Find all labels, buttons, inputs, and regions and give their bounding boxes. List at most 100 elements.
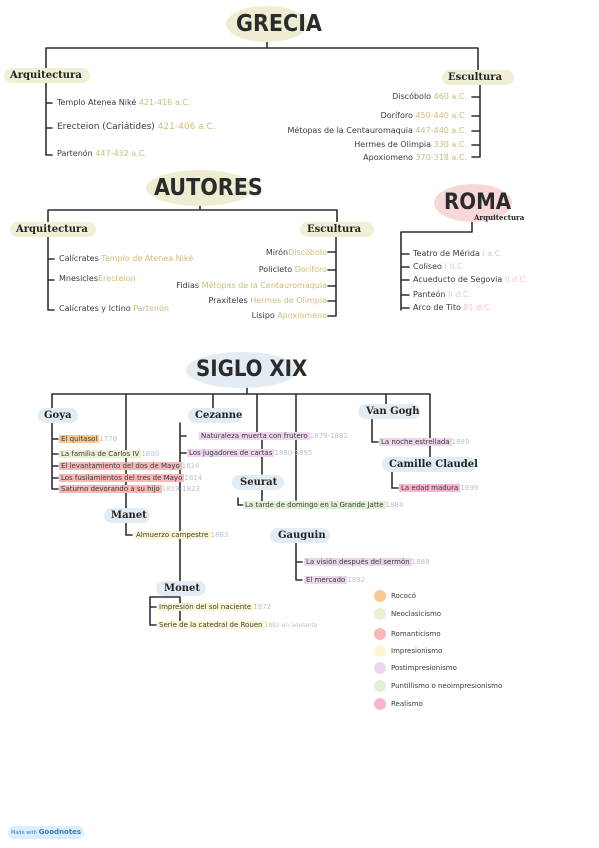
legend-dot-realismo (374, 698, 386, 710)
monet-label-highlight (156, 581, 206, 596)
roma-item: Coliseo I d.C. (413, 262, 465, 272)
siglo-title-highlight (186, 352, 298, 388)
work-date: I a.C. (482, 249, 503, 258)
work-date: 421-406 a.C. (157, 122, 216, 132)
work-date: 1819-1823 (161, 485, 200, 493)
grecia-esc-item: Discóbolo 460 a.C. (392, 92, 467, 102)
work-name: Saturno devorando a su hijo (59, 485, 162, 493)
work-name: Discóbolo (392, 92, 432, 101)
work-date: 330 a.C. (433, 140, 467, 149)
grecia-esc-item: Apoxiomeno 370-318 a.C. (363, 153, 467, 163)
work-name: Serie de la catedral de Rouen (157, 621, 265, 629)
work-name: Naturaleza muerta con frutero (199, 432, 310, 440)
work-date: 1884 (385, 501, 404, 509)
work-date: 1800 (141, 450, 160, 458)
work-date: 1814 (181, 462, 200, 470)
autores-title: AUTORES (154, 175, 263, 201)
grecia-escultura-label: Escultura (448, 72, 503, 83)
legend-label: Romanticismo (391, 630, 441, 638)
goodnotes-badge: Made with Goodnotes (8, 826, 84, 839)
autores-escultura-label: Escultura (307, 224, 362, 235)
work-name: El mercado (304, 576, 348, 584)
work-date: II d.C. (504, 275, 528, 284)
legend-label: Postimpresionismo (391, 664, 457, 672)
author-name: Mnesicles (59, 274, 98, 283)
work-date: 1892 (347, 576, 366, 584)
goya-label: Goya (44, 410, 72, 421)
work-date: 447-432 a.C. (95, 149, 147, 158)
legend-label: Rococó (391, 592, 417, 600)
work-date: 1814 (184, 474, 203, 482)
vangogh-label: Van Gogh (366, 406, 420, 417)
work-date: II d.C. (448, 290, 472, 299)
autores-esc-item: Fidias Métopas de la Centauromaquia (176, 281, 327, 291)
legend-dot-romanticismo (374, 628, 386, 640)
author-name: Lisipo (251, 311, 275, 320)
author-name: Praxíteles (208, 296, 248, 305)
autores-esc-item: Policleto Doríforo (259, 265, 327, 275)
legend-label: Impresionismo (391, 647, 443, 655)
autores-arq-highlight (10, 222, 96, 237)
grecia-esc-item: Doríforo 450-440 a.C. (381, 111, 467, 121)
roma-title-highlight (434, 184, 512, 222)
work-name: Hermes de Olimpia (354, 140, 432, 149)
grecia-arquitectura-label: Arquitectura (10, 70, 82, 81)
autores-esc-item: MirónDiscóbolo (266, 248, 327, 258)
work-date: 1778 (99, 435, 118, 443)
legend-dot-neoclasicismo (374, 608, 386, 620)
gauguin-label: Gauguin (278, 530, 326, 541)
work-date: 460 a.C. (433, 92, 467, 101)
work-name: Coliseo (413, 262, 442, 271)
cezanne-label: Cezanne (195, 410, 243, 421)
seurat-label-highlight (232, 475, 284, 490)
work-name: Almuerzo campestre (134, 531, 211, 539)
work-name: Doríforo (380, 111, 413, 120)
work-name: Métopas de la Centauromaquia (201, 281, 327, 290)
legend-label: Realismo (391, 700, 423, 708)
claudel-label-highlight (382, 457, 476, 472)
work-name: Métopas de la Centauromaquia (287, 126, 413, 135)
work-date: 1889 (451, 438, 470, 446)
work-name: Erecteion (98, 274, 136, 283)
grecia-esc-item: Métopas de la Centauromaquia 447-440 a.C… (287, 126, 467, 136)
work-name: Teatro de Mérida (413, 249, 480, 258)
work-name: El levantamiento del dos de Mayo (59, 462, 182, 470)
legend-label: Neoclasicismo (391, 610, 442, 618)
grecia-arq-item: Partenón 447-432 a.C. (57, 149, 147, 159)
work-date: 1872 (253, 603, 272, 611)
work-name: Panteón (413, 290, 446, 299)
work-name: Partenón (57, 149, 93, 158)
work-date: 1863 (210, 531, 229, 539)
legend-dot-puntillismo (374, 680, 386, 692)
work-name: Discóbolo (288, 248, 327, 257)
work-name: Apoxiomeno (363, 153, 413, 162)
grecia-title: GRECIA (236, 11, 322, 37)
roma-item: Arco de Tito 81 d.C. (413, 303, 492, 313)
grecia-title-highlight (226, 6, 308, 42)
work-date: 450-440 a.C. (415, 111, 467, 120)
work-name: La edad madura (399, 484, 461, 492)
work-name: La tarde de domingo en la Grande Jatte (243, 501, 386, 509)
roma-item: Teatro de Mérida I a.C. (413, 249, 503, 259)
work-name: El quitasol (59, 435, 100, 443)
work-date: 1888 (411, 558, 430, 566)
work-date: 1890-1895 (274, 449, 313, 457)
monet-label: Monet (164, 583, 200, 594)
vangogh-label-highlight (358, 404, 420, 419)
work-name: Templo de Atenea Niké (101, 254, 194, 263)
work-name: La visión después del sermón (304, 558, 412, 566)
siglo-title: SIGLO XIX (196, 357, 308, 382)
work-date: 1899 (460, 484, 479, 492)
work-date: 370-318 a.C. (415, 153, 467, 162)
manet-label-highlight (104, 508, 150, 523)
autores-arquitectura-label: Arquitectura (16, 224, 88, 235)
roma-item: Panteón II d.C. (413, 290, 471, 300)
legend-dot-rococo (374, 590, 386, 602)
legend-dot-impresionismo (374, 645, 386, 657)
